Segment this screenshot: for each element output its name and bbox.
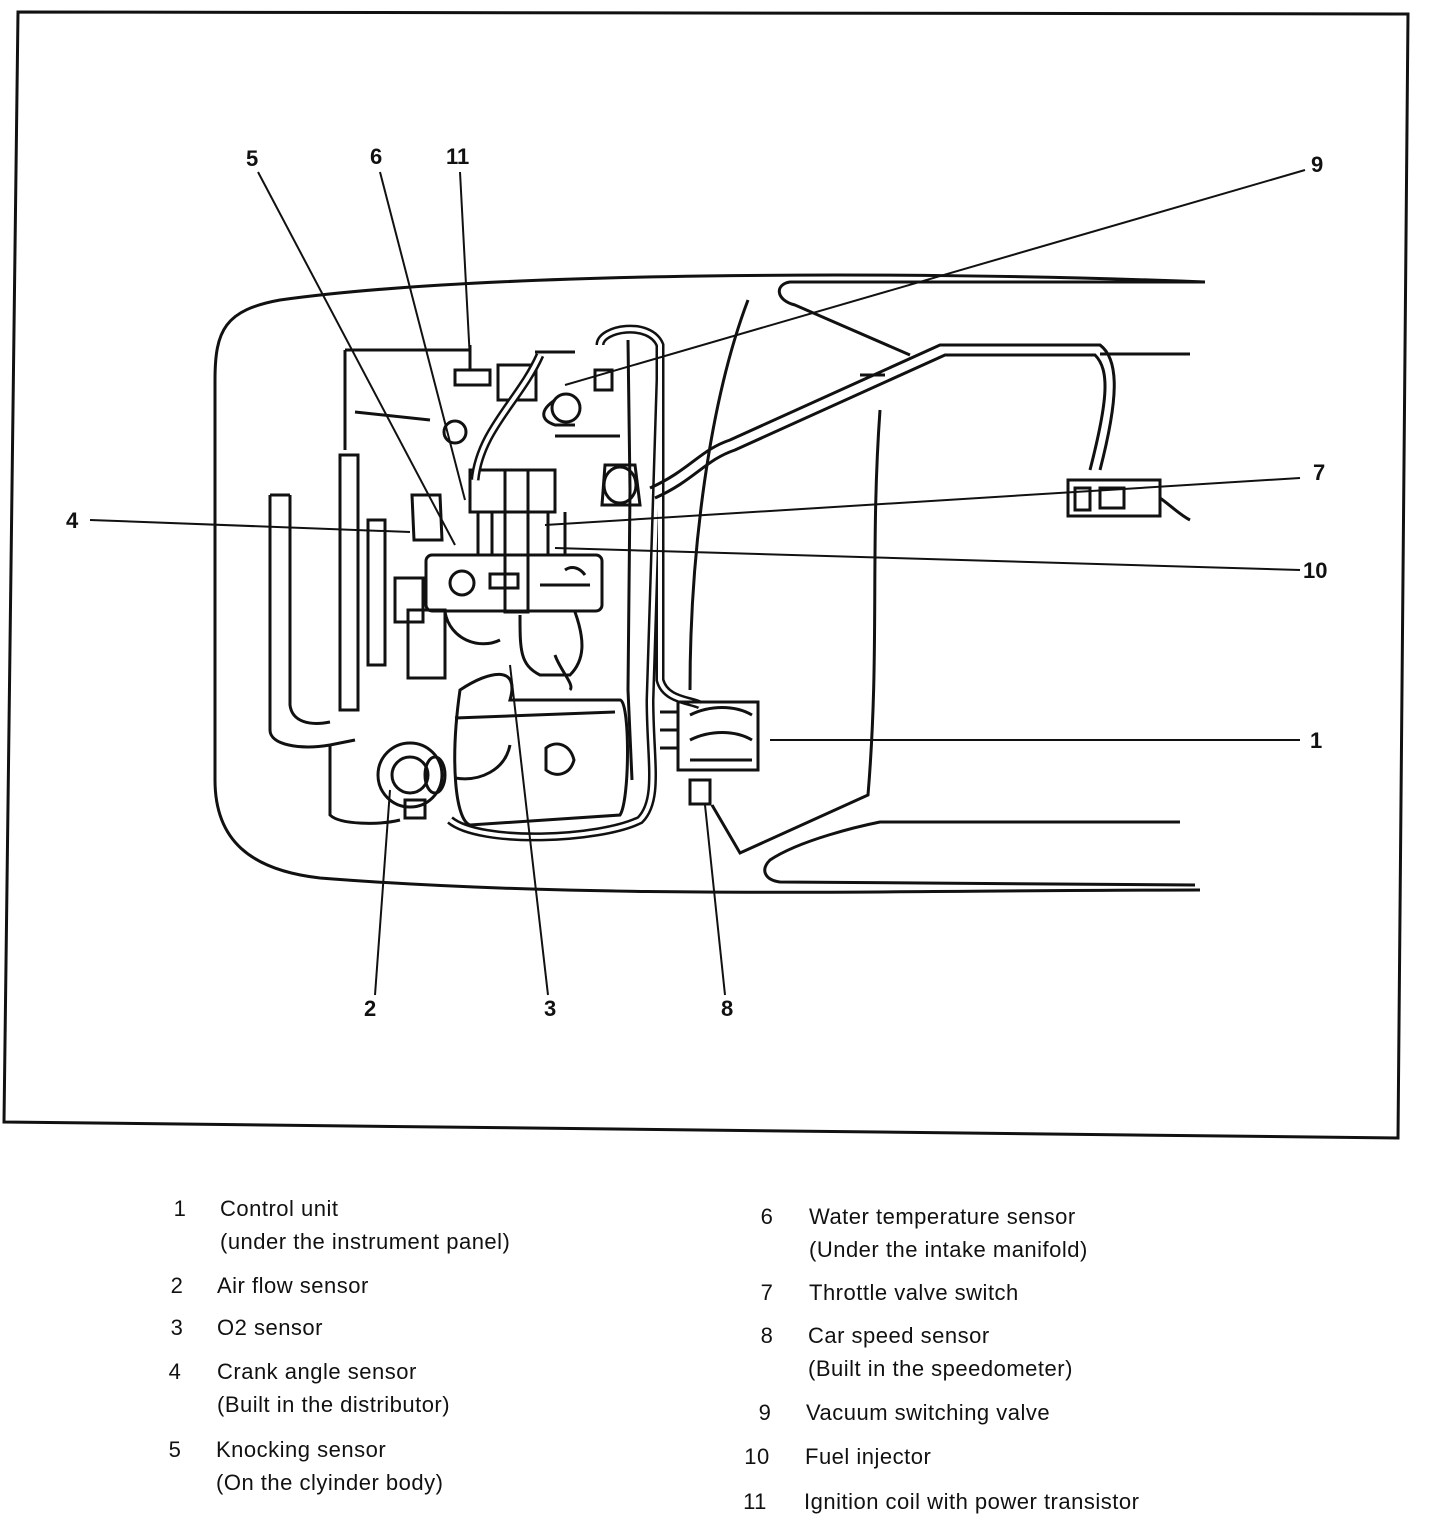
engine-assembly <box>328 339 642 827</box>
legend-note: (Built in the distributor) <box>217 1392 451 1417</box>
legend-number: 9 <box>758 1400 772 1425</box>
callout-1: 1 <box>1310 728 1322 753</box>
legend-label: Crank angle sensor <box>217 1359 417 1384</box>
legend-label: Throttle valve switch <box>809 1280 1019 1305</box>
legend-note: (On the clyinder body) <box>216 1470 444 1495</box>
callout-2: 2 <box>364 996 376 1021</box>
callout-6: 6 <box>370 144 382 169</box>
legend-number: 8 <box>760 1323 774 1348</box>
legend-number: 10 <box>744 1444 770 1469</box>
legend-note: (Under the intake manifold) <box>809 1237 1088 1262</box>
legend-number: 1 <box>173 1196 187 1221</box>
legend-note: (Built in the speedometer) <box>808 1356 1073 1381</box>
wiring-harness <box>447 324 703 842</box>
legend-number: 7 <box>760 1280 774 1305</box>
callout-11: 11 <box>446 144 469 169</box>
legend-number: 4 <box>168 1359 182 1384</box>
callout-labels: 1 2 3 4 5 6 7 8 9 10 11 <box>66 144 1327 1021</box>
legend-number: 5 <box>168 1437 182 1462</box>
legend-note: (under the instrument panel) <box>220 1229 511 1254</box>
legend-label: Control unit <box>220 1196 339 1221</box>
legend-label: Knocking sensor <box>216 1437 387 1462</box>
vehicle-outline <box>213 273 1206 894</box>
legend-label: O2 sensor <box>217 1315 323 1340</box>
callout-9: 9 <box>1311 152 1323 177</box>
legend-label: Water temperature sensor <box>809 1204 1076 1229</box>
callout-7: 7 <box>1313 460 1325 485</box>
legend-label: Air flow sensor <box>217 1273 369 1298</box>
legend-label: Ignition coil with power transistor <box>804 1489 1140 1514</box>
leader-lines <box>89 169 1306 996</box>
callout-10: 10 <box>1303 558 1327 583</box>
diagram-frame <box>2 10 1410 1140</box>
legend-label: Fuel injector <box>805 1444 932 1469</box>
legend-label: Vacuum switching valve <box>806 1400 1051 1425</box>
legend-number: 3 <box>170 1315 184 1340</box>
legend-number: 2 <box>170 1273 184 1298</box>
legend-label: Car speed sensor <box>808 1323 990 1348</box>
callout-5: 5 <box>246 146 258 171</box>
callout-4: 4 <box>66 508 79 533</box>
control-unit-shape <box>660 700 760 806</box>
callout-3: 3 <box>544 996 556 1021</box>
throttle-switch-shape <box>1066 478 1191 522</box>
speed-cable <box>649 343 1116 500</box>
engine-sensor-diagram: 1 2 3 4 5 6 7 8 9 10 11 <box>2 10 1410 1140</box>
legend-number: 11 <box>743 1489 767 1514</box>
callout-8: 8 <box>721 996 733 1021</box>
legend-number: 6 <box>760 1204 774 1229</box>
